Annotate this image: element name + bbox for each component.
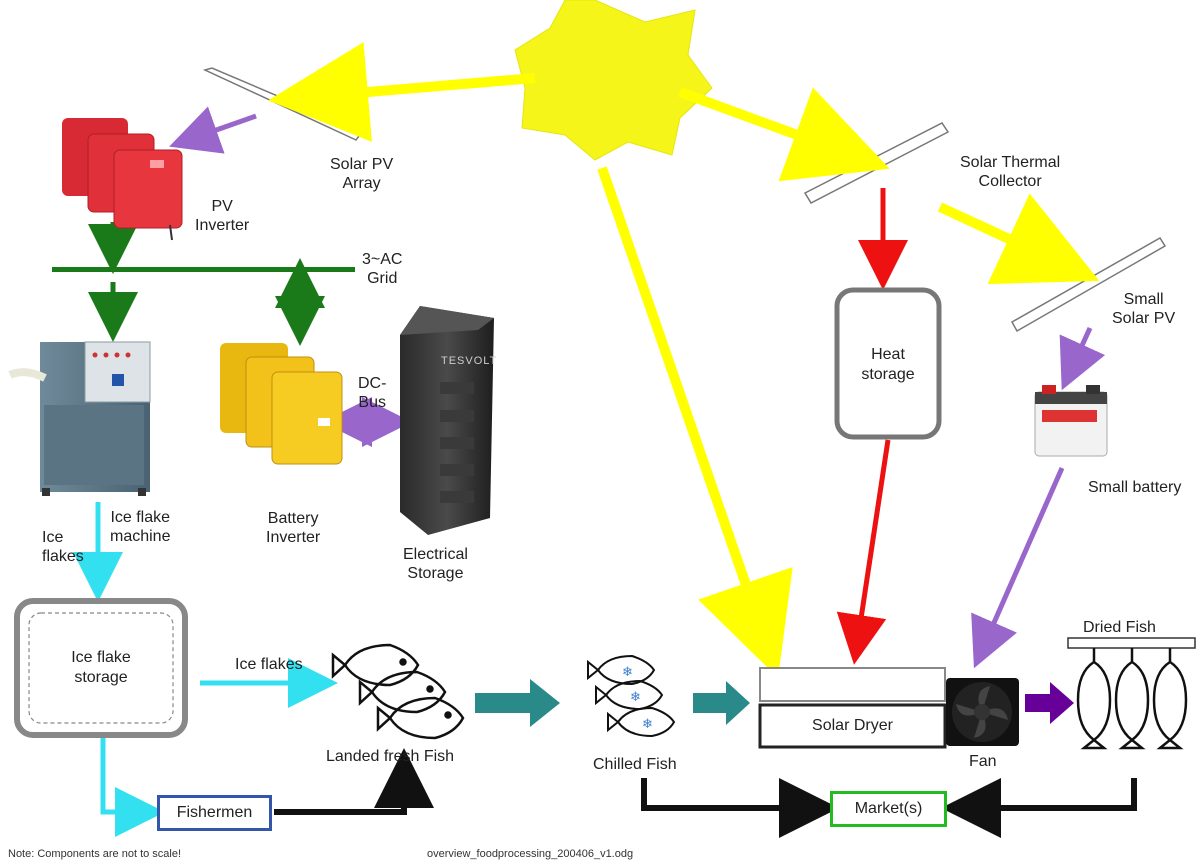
- ice-flake-machine-icon: [8, 341, 151, 496]
- fan-label: Fan: [969, 753, 997, 770]
- landed-to-chilled-arrow: [475, 679, 560, 727]
- solar-thermal-collector-panel: [803, 122, 950, 204]
- sun-icon: [514, 0, 713, 161]
- pv-to-inverter-arrow: [169, 106, 257, 154]
- fishermen-box: Fishermen: [157, 795, 272, 831]
- storage-to-fishermen-arrow: [100, 738, 165, 837]
- solar-dryer-box: [758, 703, 947, 749]
- fishermen-to-landed-fish-arrow: [274, 748, 434, 815]
- electrical-storage-cabinet-icon: [400, 306, 494, 535]
- fishermen-label: Fishermen: [176, 804, 253, 821]
- dried-fish-icon: [1067, 637, 1196, 750]
- chilled-fish-icon: ❄ ❄ ❄: [587, 654, 676, 738]
- small-pv-to-battery-arrow: [1059, 326, 1106, 391]
- dried-fish-label: Dried Fish: [1083, 619, 1156, 636]
- ice-flakes-arrow-label: Ice flakes: [235, 656, 303, 673]
- thermal-to-small-pv-arrow: [937, 193, 1100, 285]
- small-solar-pv-panel: [1010, 236, 1167, 333]
- ac-grid-bar: [52, 267, 355, 272]
- markets-label: Market(s): [854, 800, 923, 817]
- heat-storage-box: [834, 287, 942, 440]
- markets-box: Market(s): [830, 791, 947, 827]
- ice-flake-storage-box: [14, 598, 188, 738]
- svg-text:❄: ❄: [630, 689, 641, 704]
- fan-icon: [946, 678, 1019, 746]
- dc-bus-label: DC-Bus: [358, 375, 387, 411]
- sun-to-thermal-arrow: [678, 87, 890, 182]
- landed-fish-icon: [331, 643, 465, 740]
- small-battery-label: Small battery: [1088, 479, 1182, 496]
- footer-filename: overview_foodprocessing_200406_v1.odg: [427, 848, 634, 860]
- solar-dryer-label: Solar Dryer: [812, 717, 893, 734]
- chilled-to-market-arrow: [641, 778, 839, 838]
- solar-dryer-collector-box: [759, 667, 946, 702]
- dried-to-market-arrow: [941, 778, 1137, 838]
- svg-text:❄: ❄: [622, 664, 633, 679]
- footer-note: Note: Components are not to scale!: [8, 848, 182, 860]
- heat-storage-to-dryer-arrow: [836, 439, 891, 665]
- battery-inverter-icon: [220, 343, 343, 465]
- battery-to-fan-arrow: [971, 466, 1065, 669]
- solar-pv-array-panel: [202, 67, 364, 141]
- fan-to-dried-fish-arrow: [1025, 682, 1074, 724]
- tesvolt-brand-label: TESVOLT: [441, 355, 498, 367]
- sun-to-dryer-arrow: [597, 166, 793, 678]
- landed-fresh-fish-label: Landed fresh Fish: [326, 748, 455, 765]
- svg-text:❄: ❄: [642, 716, 653, 731]
- chilled-fish-label: Chilled Fish: [593, 756, 677, 773]
- pv-inverter-icon: [62, 118, 183, 241]
- small-battery-icon: [1034, 385, 1108, 457]
- chilled-to-dryer-arrow: [693, 681, 750, 725]
- sun-to-pv-arrow: [268, 42, 536, 142]
